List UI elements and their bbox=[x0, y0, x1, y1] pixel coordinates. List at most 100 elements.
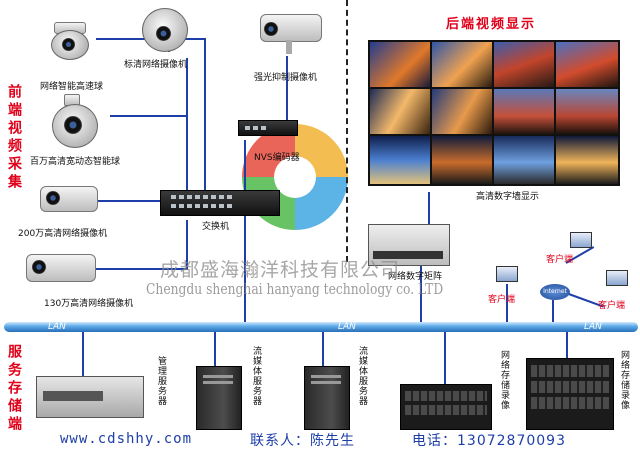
wall-tile bbox=[556, 89, 618, 134]
lens-icon bbox=[62, 38, 75, 51]
stream-server-label: 流媒体服务器 bbox=[251, 346, 261, 406]
port-icon bbox=[211, 204, 216, 208]
megapixel-dome-camera bbox=[50, 94, 100, 148]
port-icon bbox=[253, 126, 258, 130]
wall-tile bbox=[494, 89, 554, 134]
std-camera bbox=[140, 8, 188, 52]
watermark-en: Chengdu shenghai hanyang technology co. … bbox=[146, 280, 444, 298]
port-icon bbox=[219, 195, 224, 199]
management-server bbox=[36, 376, 144, 418]
camera-bracket-icon bbox=[286, 40, 292, 54]
panel-icon bbox=[373, 251, 443, 259]
client-label: 客户端 bbox=[598, 301, 626, 311]
drive-bay-icon bbox=[531, 397, 609, 409]
megapixel-dome-label: 百万高清宽动态智能球 bbox=[30, 157, 121, 167]
speed-dome-camera bbox=[48, 22, 90, 60]
client-pc bbox=[604, 270, 630, 290]
network-storage bbox=[526, 358, 614, 430]
lens-icon bbox=[32, 260, 46, 274]
drive-bay-icon bbox=[531, 365, 609, 377]
monitor-icon bbox=[606, 270, 628, 286]
port-icon bbox=[203, 195, 208, 199]
link-line bbox=[506, 284, 508, 324]
link-line bbox=[244, 140, 246, 324]
port-icon bbox=[195, 195, 200, 199]
display-section-label: 后端视频显示 bbox=[446, 17, 537, 32]
lens-icon bbox=[64, 116, 82, 134]
lan-bus bbox=[4, 322, 638, 332]
footer-phone: 电话：13072870093 bbox=[412, 433, 566, 449]
wall-tile bbox=[556, 136, 618, 184]
port-icon bbox=[211, 195, 216, 199]
link-line bbox=[566, 332, 568, 358]
storage-label: 网络存储录像 bbox=[499, 350, 509, 410]
stream-server-label: 流媒体服务器 bbox=[357, 346, 367, 406]
monitor-icon bbox=[570, 232, 592, 248]
lens-icon bbox=[264, 22, 278, 36]
drive-bay-icon bbox=[311, 381, 341, 384]
port-icon bbox=[227, 204, 232, 208]
link-line bbox=[204, 38, 206, 208]
wall-tile bbox=[432, 136, 492, 184]
wall-tile bbox=[494, 42, 554, 87]
link-line bbox=[96, 200, 166, 202]
wall-tile bbox=[432, 42, 492, 87]
mgmt-server-label: 管理服务器 bbox=[156, 356, 166, 406]
lan-label: LAN bbox=[338, 322, 356, 332]
port-icon bbox=[179, 195, 184, 199]
nvs-encoder bbox=[238, 120, 298, 136]
lens-icon bbox=[46, 191, 60, 205]
client-label: 客户端 bbox=[488, 295, 516, 305]
drive-bay-icon bbox=[405, 405, 487, 415]
std-camera-label: 标清网络摄像机 bbox=[124, 60, 188, 70]
video-wall-label: 高清数字墙显示 bbox=[476, 192, 540, 202]
port-icon bbox=[203, 204, 208, 208]
wall-tile bbox=[370, 42, 430, 87]
wall-tile bbox=[494, 136, 554, 184]
footer-website[interactable]: www.cdshhy.com bbox=[60, 431, 193, 447]
drive-bay-icon bbox=[203, 375, 233, 378]
drive-bay-icon bbox=[43, 391, 103, 401]
port-icon bbox=[245, 126, 250, 130]
link-line bbox=[444, 332, 446, 384]
speed-dome-label: 网络智能高速球 bbox=[40, 82, 104, 92]
port-icon bbox=[261, 126, 266, 130]
monitor-icon bbox=[496, 266, 518, 282]
drive-bay-icon bbox=[405, 391, 487, 401]
link-line bbox=[322, 332, 324, 368]
port-icon bbox=[227, 195, 232, 199]
port-icon bbox=[187, 195, 192, 199]
link-line bbox=[110, 115, 188, 117]
drive-bay-icon bbox=[203, 381, 233, 384]
drive-bay-icon bbox=[311, 375, 341, 378]
network-switch bbox=[160, 190, 280, 216]
client-pc bbox=[494, 266, 520, 286]
wall-tile bbox=[370, 89, 430, 134]
section-divider bbox=[346, 0, 348, 262]
video-wall bbox=[368, 40, 620, 186]
link-line bbox=[82, 332, 84, 376]
link-line bbox=[420, 264, 422, 324]
matrix-label: 网络数字矩阵 bbox=[388, 272, 443, 282]
port-icon bbox=[171, 195, 176, 199]
port-icon bbox=[195, 204, 200, 208]
camera-housing-icon bbox=[40, 186, 98, 212]
nvs-encoder-label: NVS编码器 bbox=[254, 153, 300, 163]
wall-tile bbox=[370, 136, 430, 184]
storage-label: 网络存储录像 bbox=[619, 350, 629, 410]
link-line bbox=[96, 268, 186, 270]
digital-matrix bbox=[368, 224, 450, 266]
port-icon bbox=[219, 204, 224, 208]
front-end-section-label: 前端视频采集 bbox=[6, 84, 22, 192]
cam-130w bbox=[26, 250, 98, 286]
client-pc bbox=[568, 232, 594, 252]
port-icon bbox=[179, 204, 184, 208]
link-line bbox=[186, 220, 188, 270]
link-line bbox=[428, 192, 430, 224]
watermark-cn: 成都盛海瀚洋科技有限公司 bbox=[160, 259, 401, 281]
network-storage bbox=[400, 384, 492, 430]
link-line bbox=[186, 58, 188, 208]
lan-label: LAN bbox=[584, 322, 602, 332]
wall-tile bbox=[432, 89, 492, 134]
link-line bbox=[552, 300, 554, 324]
